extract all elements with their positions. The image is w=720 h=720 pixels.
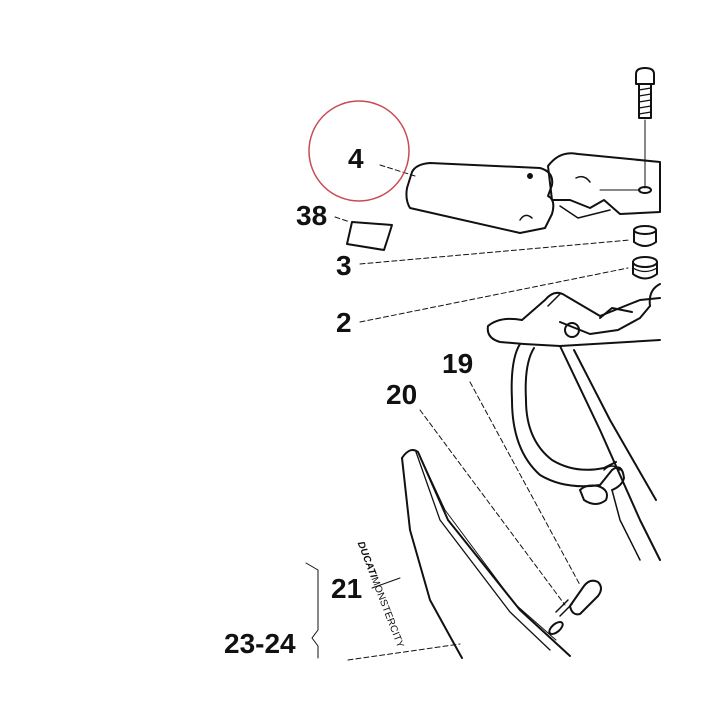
callout-2: 2 (336, 307, 352, 338)
leader-lines (334, 164, 631, 661)
leader-line-4 (379, 164, 416, 177)
leader-line-19 (469, 381, 581, 586)
callout-3: 3 (336, 250, 352, 281)
leader-line-2 (359, 267, 629, 323)
grab-handle-part-19 (510, 343, 641, 561)
side-panel-part-21 (401, 449, 571, 659)
leader-line-21 (371, 577, 401, 589)
leader-line-3 (359, 239, 631, 265)
leader-line-23-24 (347, 643, 461, 661)
callout-21: 21 (331, 573, 363, 604)
callout-23-24: 23-24 (224, 628, 296, 659)
highlight-circle (308, 100, 410, 202)
frame-structure (486, 283, 661, 561)
bushing-part-3 (633, 225, 657, 247)
callout-4: 4 (348, 143, 364, 174)
leader-line-20 (419, 409, 566, 606)
callout-19: 19 (442, 348, 474, 379)
screw-part (635, 67, 655, 119)
callout-bracket (305, 562, 319, 659)
callout-38: 38 (296, 200, 328, 231)
spacer-part-38 (346, 221, 393, 251)
cover-part-4 (405, 162, 555, 234)
leader-line-38 (334, 216, 351, 223)
bolt-part-20 (548, 579, 602, 635)
callout-20: 20 (386, 379, 418, 410)
bracket-plate (547, 152, 661, 219)
grommet-part-2 (632, 256, 658, 280)
